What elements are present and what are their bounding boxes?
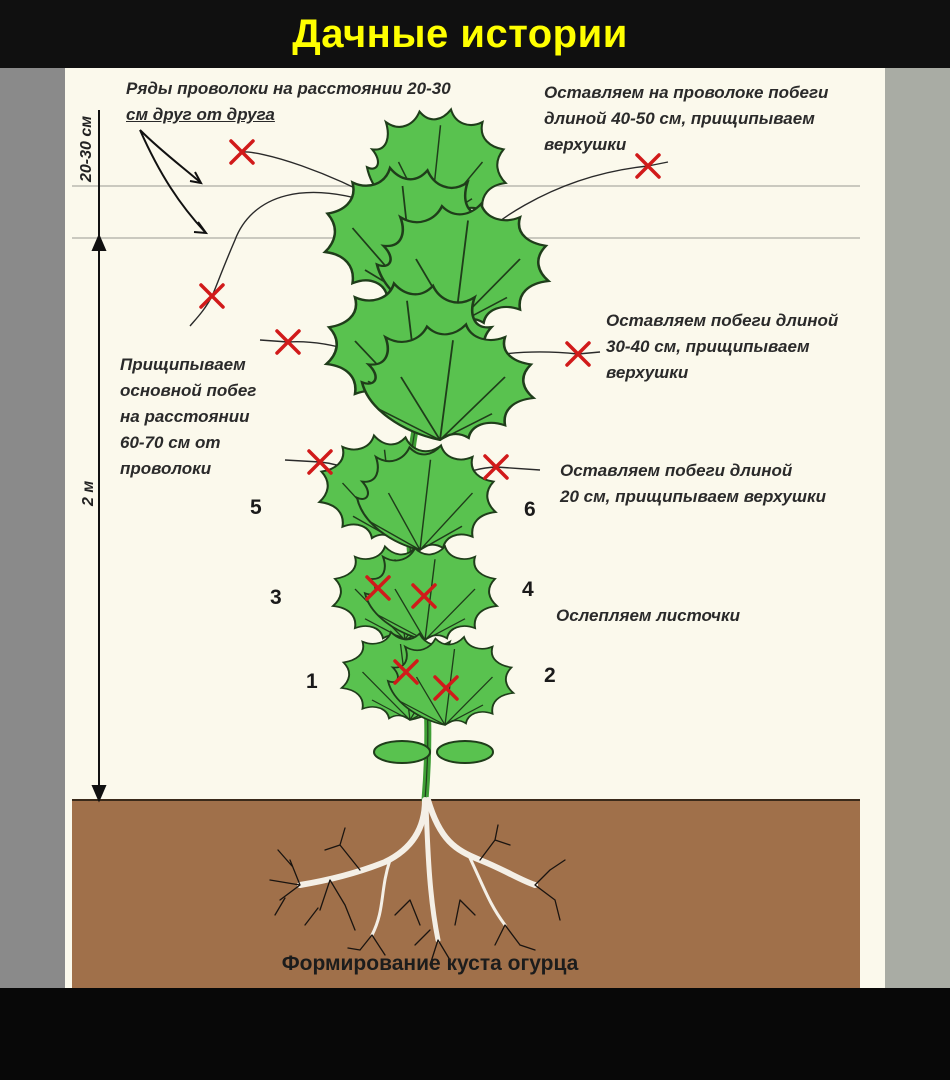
label-line: проволоки — [120, 459, 212, 478]
leaf-number-3: 3 — [270, 586, 282, 609]
diagram-caption: Формирование куста огурца — [281, 952, 579, 975]
label-line: 20 см, прищипываем верхушки — [560, 487, 826, 506]
label-line: на расстоянии — [120, 407, 250, 426]
label-line: см друг от друга — [126, 105, 275, 124]
right-border — [885, 68, 950, 988]
label-line: Прищипываем — [120, 355, 246, 374]
label-blind-leaves: Ослепляем листочки — [556, 606, 740, 625]
wire-pointer-arrows — [139, 129, 209, 235]
label-wire-rows: Ряды проволоки на расстоянии 20-30 см др… — [126, 76, 451, 128]
label-line: Ряды проволоки на расстоянии 20-30 — [126, 79, 451, 98]
header-title: Дачные истории — [292, 12, 628, 56]
soil-area — [72, 800, 860, 988]
label-line: длиной 40-50 см, прищипываем — [544, 109, 815, 128]
cotyledon-right — [436, 740, 494, 764]
cotyledon-left — [373, 740, 431, 764]
label-top-right: Оставляем на проволоке побеги длиной 40-… — [544, 80, 828, 158]
leaf-number-2: 2 — [544, 664, 556, 687]
leaf-number-1: 1 — [306, 670, 318, 693]
leaf-number-5: 5 — [250, 496, 262, 519]
label-line: 60-70 см от — [120, 433, 221, 452]
dimension-top-label: 20-30 см — [78, 115, 95, 182]
dimension-height-label: 2 м — [80, 480, 97, 506]
label-line: основной побег — [120, 381, 257, 400]
header-bar: Дачные истории — [0, 0, 950, 68]
dimension-markers — [91, 110, 107, 803]
label-line: Оставляем на проволоке побеги — [544, 83, 829, 102]
label-mid-right: Оставляем побеги длиной 30-40 см, прищип… — [606, 308, 838, 386]
label-line: верхушки — [544, 135, 627, 154]
label-line: 30-40 см, прищипываем — [606, 337, 810, 356]
left-border — [0, 68, 65, 988]
label-pinch-main: Прищипываем основной побег на расстоянии… — [120, 352, 256, 482]
leaf-number-6: 6 — [524, 498, 536, 521]
label-line: Оставляем побеги длиной — [560, 461, 793, 480]
roots — [269, 797, 566, 966]
leaf-mid-right — [360, 323, 535, 442]
label-line: Оставляем побеги длиной — [606, 311, 839, 330]
bottom-border — [0, 988, 950, 1080]
label-line: верхушки — [606, 363, 689, 382]
leaf-number-4: 4 — [522, 578, 534, 601]
label-low-right: Оставляем побеги длиной 20 см, прищипыва… — [560, 458, 826, 510]
